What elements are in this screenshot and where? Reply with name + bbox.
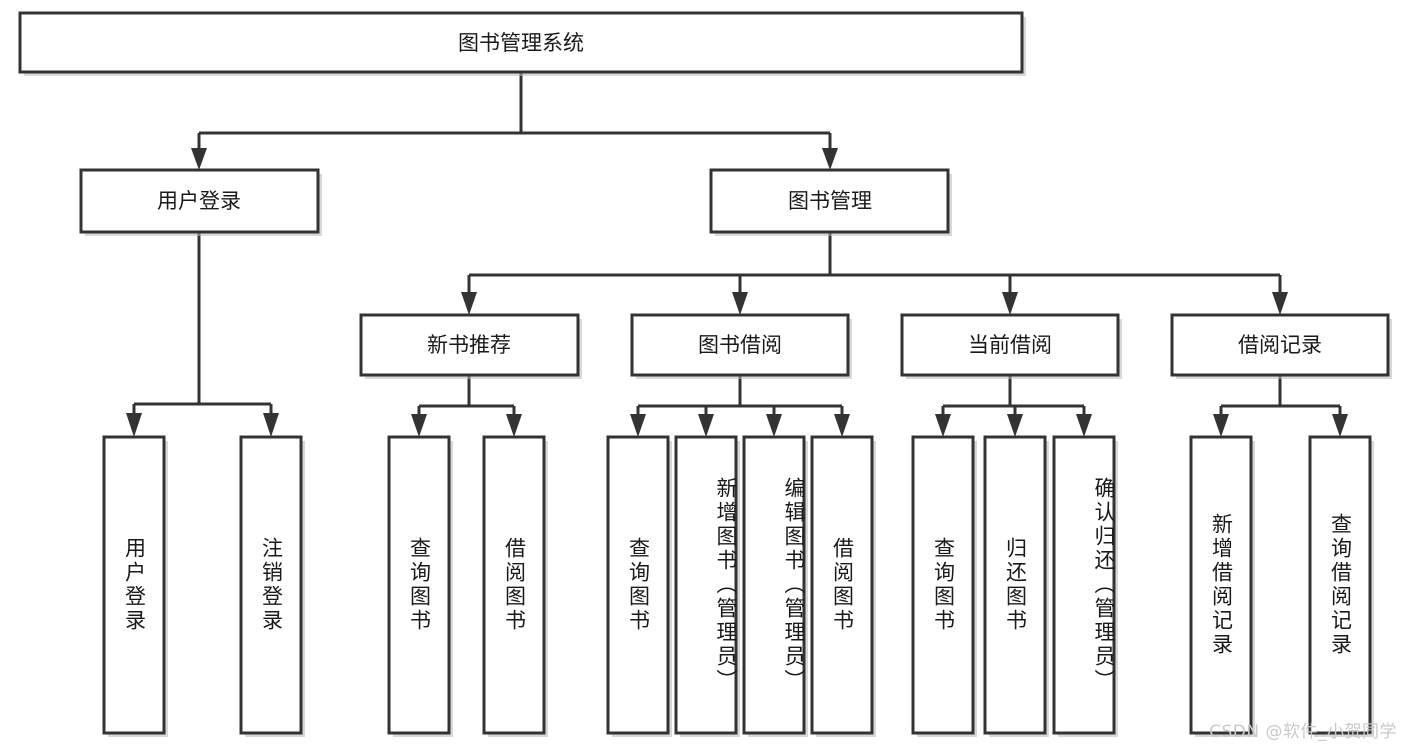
node-box-leaf-0[interactable] [102,435,166,735]
arrow-head-borrow-record [1272,292,1288,315]
node-label-root: 图书管理系统 [458,31,584,55]
node-box-leaf-7[interactable] [810,435,874,735]
node-box-leaf-2[interactable] [387,435,451,735]
arrow-head-leaf-user-login [126,413,142,437]
node-box-borrow-record[interactable] [1170,313,1390,377]
node-box-root[interactable] [18,11,1024,74]
connector-layer [126,72,1348,437]
horizontal-label-layer: 图书管理系统 用户登录 图书管理 新书推荐 图书借阅 当前借阅 借阅记录 [157,31,1322,357]
arrow-head-leaf-query-book-2 [630,414,646,437]
node-box-leaf-9[interactable] [983,435,1047,735]
arrow-head-leaf-return-book [1007,414,1023,437]
arrow-head-leaf-query-book-3 [935,414,951,437]
node-box-leaf-8[interactable] [911,435,975,735]
arrow-head-leaf-add-book [698,414,714,437]
node-box-layer [18,11,1392,737]
arrow-head-leaf-add-record [1213,414,1229,437]
node-box-leaf-10[interactable] [1052,435,1116,735]
arrow-head-leaf-edit-book [766,414,782,437]
node-box-book-borrow[interactable] [630,313,850,377]
node-box-user-login[interactable] [79,168,320,234]
node-box-leaf-11[interactable] [1189,435,1253,735]
node-box-current-borrow[interactable] [900,313,1120,377]
arrow-head-leaf-borrow-book-1 [506,414,522,437]
node-label-book-mgmt: 图书管理 [788,189,872,213]
node-label-current-borrow: 当前借阅 [968,333,1052,357]
arrow-head-leaf-query-book-1 [411,414,427,437]
arrow-head-new-book [461,292,477,315]
node-box-leaf-1[interactable] [239,435,303,735]
arrow-head-leaf-confirm-return [1076,414,1092,437]
arrow-head-book-borrow [732,292,748,315]
arrow-head-leaf-query-record [1332,414,1348,437]
node-label-borrow-record: 借阅记录 [1238,333,1322,357]
arrow-head-leaf-borrow-book-2 [834,414,850,437]
node-box-leaf-4[interactable] [606,435,670,735]
arrow-head-current-borrow [1002,292,1018,315]
node-box-leaf-5[interactable] [674,435,738,735]
node-box-book-mgmt[interactable] [709,168,950,234]
node-label-book-borrow: 图书借阅 [698,333,782,357]
node-box-leaf-6[interactable] [742,435,806,735]
node-label-new-book: 新书推荐 [427,333,511,357]
arrow-head-user-login [191,148,207,170]
node-box-new-book[interactable] [359,313,580,377]
node-box-leaf-3[interactable] [482,435,546,735]
csdn-watermark: CSDN @软件_小贺同学 [1209,722,1397,742]
arrow-head-book-mgmt [822,148,838,170]
arrow-head-leaf-logout [263,413,279,437]
node-label-user-login: 用户登录 [157,189,241,213]
node-box-leaf-12[interactable] [1308,435,1372,735]
